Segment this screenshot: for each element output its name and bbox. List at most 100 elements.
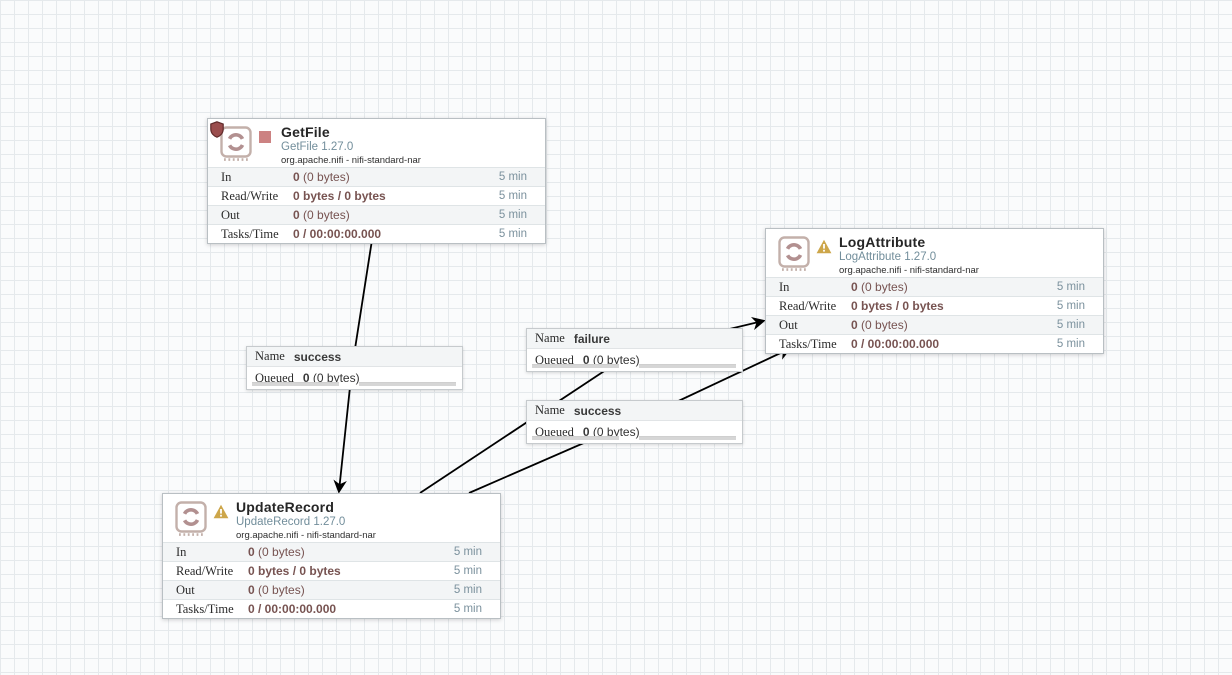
stat-window: 5 min [453,584,482,596]
processor-title: LogAttribute [839,234,926,250]
stat-value: 0 / 00:00:00.000 [248,602,337,616]
stat-row-readwrite: Read/Write 0 bytes / 0 bytes 5 min [163,561,500,580]
queue-count-percent-bar [532,364,619,368]
processor-bundle: org.apache.nifi - nifi-standard-nar [281,155,421,166]
stat-value: 0 (0 bytes) [293,208,350,222]
stopped-square-icon [259,131,271,143]
stat-window: 5 min [453,546,482,558]
stat-label: In [176,544,187,559]
stat-row-in: In 0 (0 bytes) 5 min [766,277,1103,296]
stat-row-tasks: Tasks/Time 0 / 00:00:00.000 5 min [163,599,500,618]
stat-window: 5 min [1056,338,1085,350]
processor-getfile[interactable]: GetFile GetFile 1.27.0 org.apache.nifi -… [207,118,546,244]
stat-label: Tasks/Time [779,336,837,351]
queued-key-label: Queued [535,424,574,439]
stat-row-tasks: Tasks/Time 0 / 00:00:00.000 5 min [766,334,1103,353]
connection-name-row: Name failure [527,329,742,349]
stat-row-readwrite: Read/Write 0 bytes / 0 bytes 5 min [208,186,545,205]
connection-label-success-2[interactable]: Name success Queued 0 (0 bytes) [526,400,743,444]
processor-header: UpdateRecord UpdateRecord 1.27.0 org.apa… [163,494,500,542]
connection-queued-row: Queued 0 (0 bytes) [247,367,462,389]
connection-queued-row: Queued 0 (0 bytes) [527,349,742,371]
stat-window: 5 min [1056,281,1085,293]
queue-size-percent-bar [639,364,736,368]
warning-triangle-icon [213,504,229,519]
stat-label: Out [221,207,240,222]
processor-version: LogAttribute 1.27.0 [839,251,937,263]
queue-count-percent-bar [252,382,339,386]
stat-value: 0 / 00:00:00.000 [293,227,382,241]
stat-row-out: Out 0 (0 bytes) 5 min [163,580,500,599]
connection-label-failure[interactable]: Name failure Queued 0 (0 bytes) [526,328,743,372]
queued-key-label: Queued [535,352,574,367]
processor-stats: In 0 (0 bytes) 5 min Read/Write 0 bytes … [163,542,500,618]
queue-size-percent-bar [359,382,456,386]
processor-logattribute[interactable]: LogAttribute LogAttribute 1.27.0 org.apa… [765,228,1104,354]
processor-version: UpdateRecord 1.27.0 [236,516,346,528]
stat-value: 0 (0 bytes) [293,170,350,184]
processor-title: GetFile [281,124,330,140]
stat-row-out: Out 0 (0 bytes) 5 min [766,315,1103,334]
processor-updaterecord[interactable]: UpdateRecord UpdateRecord 1.27.0 org.apa… [162,493,501,619]
processor-stats: In 0 (0 bytes) 5 min Read/Write 0 bytes … [208,167,545,243]
queued-value: 0 (0 bytes) [582,353,640,367]
stat-window: 5 min [453,565,482,577]
stat-value: 0 bytes / 0 bytes [248,564,341,578]
processor-version: GetFile 1.27.0 [281,141,354,153]
stat-window: 5 min [498,190,527,202]
stat-label: In [779,279,790,294]
stat-window: 5 min [498,228,527,240]
connection-queued-row: Queued 0 (0 bytes) [527,421,742,443]
processor-header: LogAttribute LogAttribute 1.27.0 org.apa… [766,229,1103,277]
stat-window: 5 min [1056,300,1085,312]
queued-key-label: Queued [255,370,294,385]
stat-label: Tasks/Time [221,226,279,241]
stat-label: In [221,169,232,184]
stat-value: 0 (0 bytes) [248,545,305,559]
stat-window: 5 min [498,209,527,221]
queue-size-percent-bar [639,436,736,440]
stat-label: Out [176,582,195,597]
stat-label: Read/Write [221,188,279,203]
stat-row-out: Out 0 (0 bytes) 5 min [208,205,545,224]
stat-label: Out [779,317,798,332]
name-key-label: Name [535,403,565,417]
stat-value: 0 / 00:00:00.000 [851,337,940,351]
stat-window: 5 min [453,603,482,615]
stat-value: 0 (0 bytes) [851,280,908,294]
processor-stamp-icon [776,235,812,273]
connection-label-success-1[interactable]: Name success Queued 0 (0 bytes) [246,346,463,390]
processor-header: GetFile GetFile 1.27.0 org.apache.nifi -… [208,119,545,167]
restricted-shield-icon [210,121,224,138]
processor-bundle: org.apache.nifi - nifi-standard-nar [839,265,979,276]
connection-name-row: Name success [247,347,462,367]
processor-stats: In 0 (0 bytes) 5 min Read/Write 0 bytes … [766,277,1103,353]
stat-window: 5 min [1056,319,1085,331]
stat-row-in: In 0 (0 bytes) 5 min [208,167,545,186]
stat-window: 5 min [498,171,527,183]
connection-name-row: Name success [527,401,742,421]
stat-value: 0 bytes / 0 bytes [851,299,944,313]
stat-label: Read/Write [779,298,837,313]
stat-value: 0 (0 bytes) [851,318,908,332]
processor-bundle: org.apache.nifi - nifi-standard-nar [236,530,376,541]
processor-title: UpdateRecord [236,499,335,515]
queued-value: 0 (0 bytes) [302,371,360,385]
stat-row-readwrite: Read/Write 0 bytes / 0 bytes 5 min [766,296,1103,315]
stat-row-in: In 0 (0 bytes) 5 min [163,542,500,561]
warning-triangle-icon [816,239,832,254]
relationship-name: success [293,349,342,364]
stat-value: 0 bytes / 0 bytes [293,189,386,203]
stat-value: 0 (0 bytes) [248,583,305,597]
queued-value: 0 (0 bytes) [582,425,640,439]
processor-stamp-icon [218,125,254,163]
stat-label: Read/Write [176,563,234,578]
stat-label: Tasks/Time [176,601,234,616]
stat-row-tasks: Tasks/Time 0 / 00:00:00.000 5 min [208,224,545,243]
relationship-name: failure [573,331,610,346]
processor-stamp-icon [173,500,209,538]
queue-count-percent-bar [532,436,619,440]
name-key-label: Name [535,331,565,345]
relationship-name: success [573,403,622,418]
